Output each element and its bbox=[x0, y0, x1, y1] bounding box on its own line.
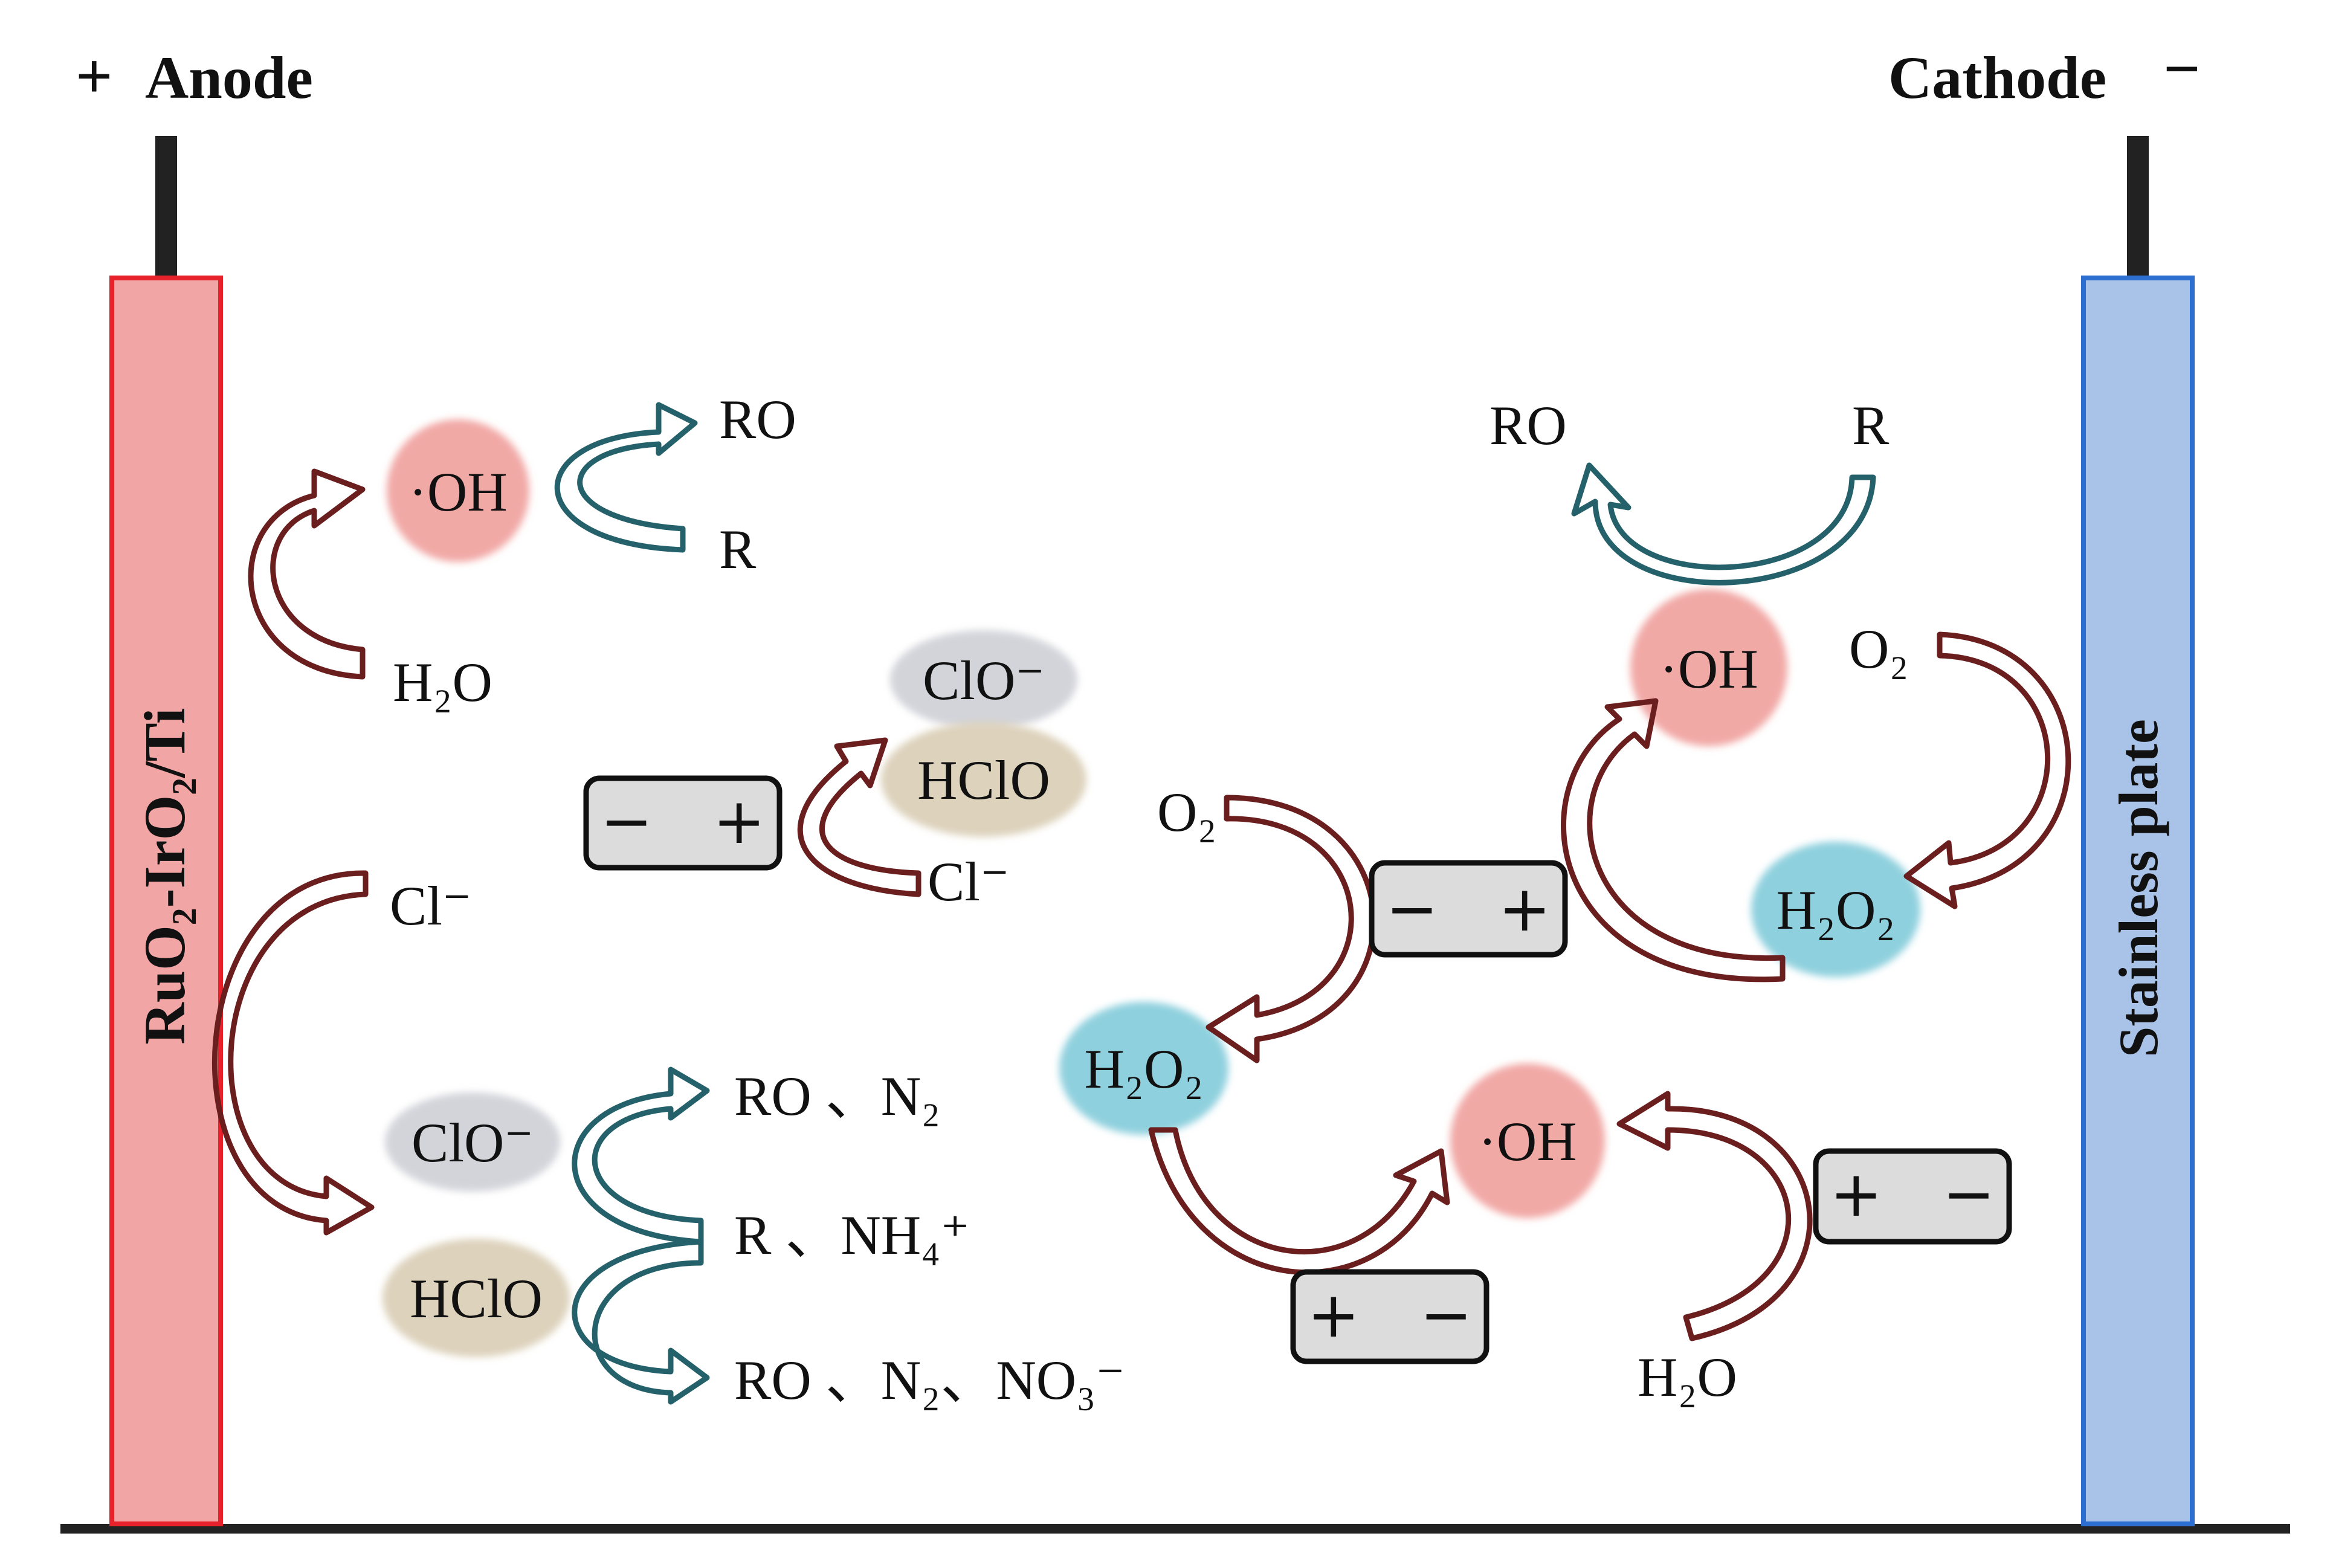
charge-box-center bbox=[1369, 860, 1568, 958]
clo-blob-middle bbox=[890, 630, 1077, 729]
label-hclo-anode: HClO bbox=[410, 1268, 543, 1329]
label-o2-cathode: O₂ bbox=[1849, 618, 1909, 680]
arrow-h2o-to-oh-anode bbox=[248, 468, 366, 680]
label-h2o-anode: H₂O bbox=[393, 651, 492, 713]
arrow-r-to-ro-cathode bbox=[1571, 462, 1876, 586]
charge-box-left-label: − + bbox=[600, 784, 765, 858]
oh-blob-cathode bbox=[1630, 589, 1787, 746]
cathode-sign: − bbox=[2163, 33, 2201, 105]
charge-box-center-label: − + bbox=[1386, 872, 1551, 946]
label-clo-middle: ClO⁻ bbox=[923, 650, 1045, 711]
anode-electrode bbox=[109, 276, 223, 1526]
arrow-h2o2-to-oh-cathode bbox=[1560, 698, 1786, 982]
label-oh-anode: ·OH bbox=[408, 461, 508, 523]
arrow-cl-to-clo-anode bbox=[212, 870, 375, 1236]
arrow-h2o2-to-oh-middle bbox=[1148, 1127, 1450, 1276]
h2o2-blob-middle bbox=[1059, 1002, 1228, 1135]
cathode-electrode bbox=[2081, 276, 2195, 1526]
cathode-terminal bbox=[2127, 136, 2149, 278]
label-h2o2-cathode: H₂O₂ bbox=[1776, 879, 1895, 941]
charge-box-cathode-label: + − bbox=[1830, 1157, 1995, 1231]
arrow-o2-to-h2o2-middle bbox=[1205, 795, 1377, 1063]
anode-terminal bbox=[155, 136, 177, 278]
anode-material: RuO₂-IrO₂/Ti bbox=[132, 708, 197, 1044]
label-o2-middle: O₂ bbox=[1157, 781, 1217, 843]
label-hclo-middle: HClO bbox=[917, 749, 1050, 811]
label-products-top: RO 、N₂ bbox=[734, 1065, 940, 1127]
cathode-title: Cathode bbox=[1888, 44, 2106, 111]
label-cl-middle: Cl⁻ bbox=[928, 851, 1009, 912]
label-r-cathode: R bbox=[1852, 395, 1890, 456]
label-h2o-cathode: H₂O bbox=[1638, 1346, 1737, 1408]
clo-blob-anode bbox=[385, 1092, 560, 1192]
hclo-blob-anode bbox=[382, 1239, 570, 1357]
label-oh-cathode: ·OH bbox=[1659, 638, 1758, 700]
ground-line bbox=[60, 1524, 2290, 1534]
charge-box-cathode bbox=[1813, 1148, 2012, 1245]
arrow-o2-to-h2o2-cathode bbox=[1903, 631, 2071, 909]
arrow-clo-to-ro-n2 bbox=[572, 1066, 710, 1245]
anode-title: Anode bbox=[145, 44, 313, 111]
oh-blob-middle bbox=[1450, 1063, 1605, 1218]
label-h2o2-middle: H₂O₂ bbox=[1084, 1038, 1203, 1100]
label-ro-anode: RO bbox=[719, 389, 796, 450]
arrow-h2o-to-oh-cathode bbox=[1616, 1091, 1813, 1341]
charge-box-bottom bbox=[1290, 1269, 1489, 1364]
hclo-blob-middle bbox=[881, 722, 1086, 837]
cathode-material: Stainless plate bbox=[2108, 719, 2169, 1057]
label-products-bot: RO 、N₂、NO₃⁻ bbox=[734, 1349, 1125, 1411]
anode-sign: + bbox=[76, 40, 113, 112]
oh-blob-anode bbox=[387, 419, 529, 562]
arrow-oh-to-ro-r-anode bbox=[554, 402, 698, 553]
label-clo-anode: ClO⁻ bbox=[412, 1112, 534, 1173]
label-products-mid: R 、NH₄⁺ bbox=[734, 1204, 970, 1266]
arrow-cl-to-hclo-middle bbox=[797, 737, 921, 897]
label-r-anode: R bbox=[719, 518, 757, 580]
charge-box-left bbox=[583, 775, 783, 871]
arrow-hclo-to-ro-n2-no3 bbox=[572, 1239, 710, 1405]
charge-box-bottom-label: + − bbox=[1307, 1278, 1472, 1352]
label-oh-middle: ·OH bbox=[1478, 1111, 1577, 1172]
label-ro-cathode: RO bbox=[1489, 395, 1567, 456]
label-cl-anode: Cl⁻ bbox=[390, 875, 471, 937]
h2o2-blob-cathode bbox=[1751, 842, 1920, 977]
